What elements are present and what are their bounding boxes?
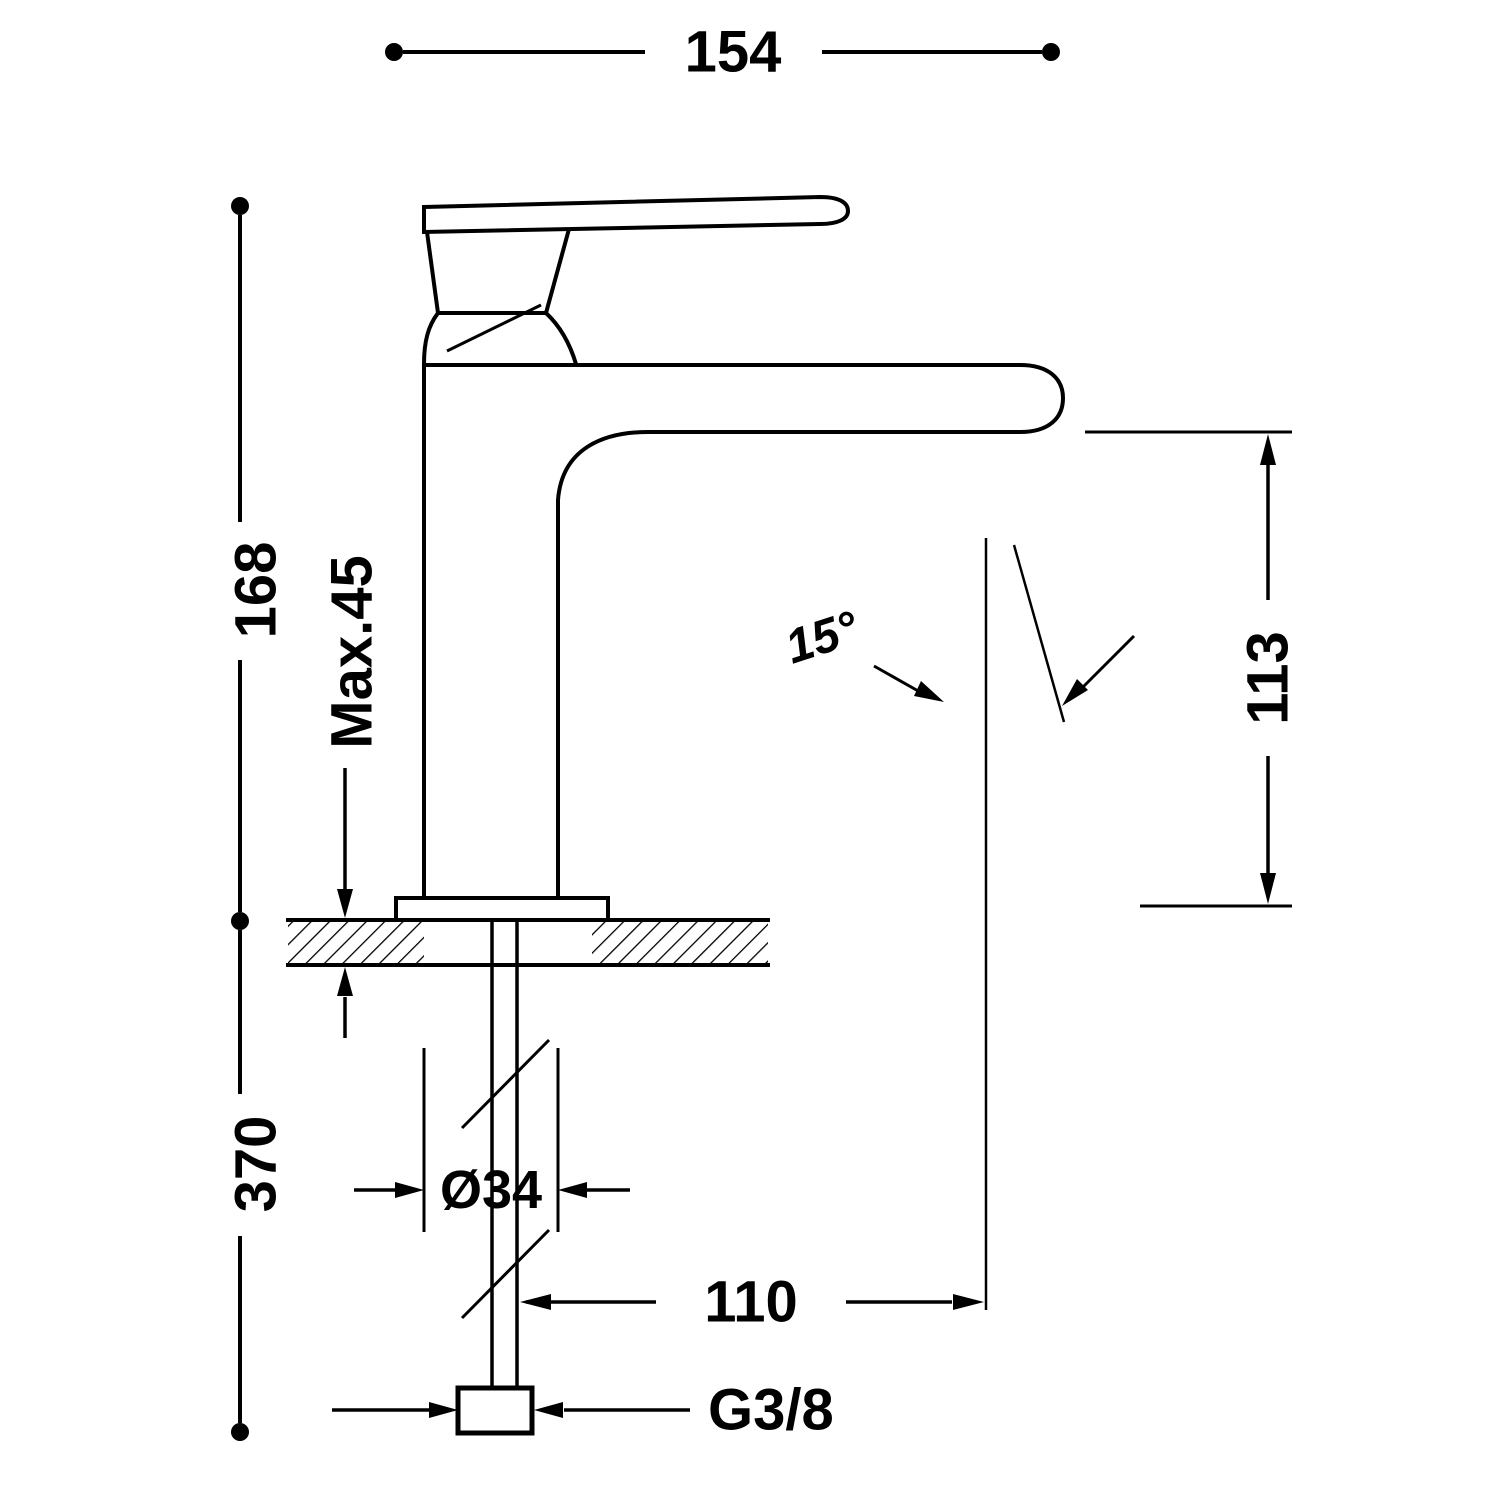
faucet-body-spout [422,363,1066,900]
dim-dot [231,197,249,215]
dim-dot [231,912,249,930]
arrowhead-down [1260,873,1276,904]
cartridge-seam-line [446,303,542,353]
dim-spout-height-label: 113 [1236,631,1301,725]
dim-body-diameter: Ø34 [354,1048,630,1232]
dim-spout-reach: 110 [520,1270,984,1335]
faucet-outline [394,194,1066,922]
handle-neck [425,228,571,315]
dim-spout-reach-label: 110 [704,1270,798,1335]
dim-max-deck-thickness: Max.45 [320,555,385,1038]
cartridge-dome-right [544,311,578,365]
dim-thread-size-label: G3/8 [708,1378,834,1443]
dim-max-thickness-label: Max.45 [320,555,385,748]
pipe-break-slash-lower [460,1228,551,1320]
countertop-deck [286,918,770,967]
dim-thread-size: G3/8 [332,1378,834,1443]
dim-spout-height: 113 [1085,430,1301,908]
dim-dot [231,1423,249,1441]
arrowhead-right [395,1182,424,1198]
pipe-break-slash-upper [460,1038,551,1130]
leader-line [873,664,921,694]
arrowhead-up [1260,434,1276,465]
arrowhead-right [429,1402,458,1418]
cartridge-dome-left [422,311,440,365]
dim-overall-height-label: 168 [224,542,289,639]
connection-nut [455,1385,535,1436]
lever-handle [422,194,851,235]
tilted-axis-line [1012,544,1066,723]
dim-body-diameter-label: Ø34 [440,1160,542,1220]
deck-hatch-left [288,922,424,963]
leader-line [1080,634,1136,690]
dim-overall-width: 154 [385,20,1060,85]
arrowhead-down-left [1062,679,1088,706]
arrowhead-left [520,1294,551,1310]
arrowhead-down [337,889,353,918]
arrowhead-up [337,967,353,996]
deck-hatch-right [592,922,768,963]
arrowhead-left [558,1182,587,1198]
dim-dot [1042,43,1060,61]
supply-pipe [455,920,551,1436]
dim-overall-height: 168 [224,197,289,930]
arrowhead-left [534,1402,563,1418]
dim-overall-width-label: 154 [685,20,782,85]
arrowhead-right [914,681,944,702]
dim-supply-length-label: 370 [224,1116,289,1213]
dim-supply-length: 370 [224,930,289,1441]
base-flange [394,896,610,922]
arrowhead-right [953,1294,984,1310]
dim-dot [385,43,403,61]
